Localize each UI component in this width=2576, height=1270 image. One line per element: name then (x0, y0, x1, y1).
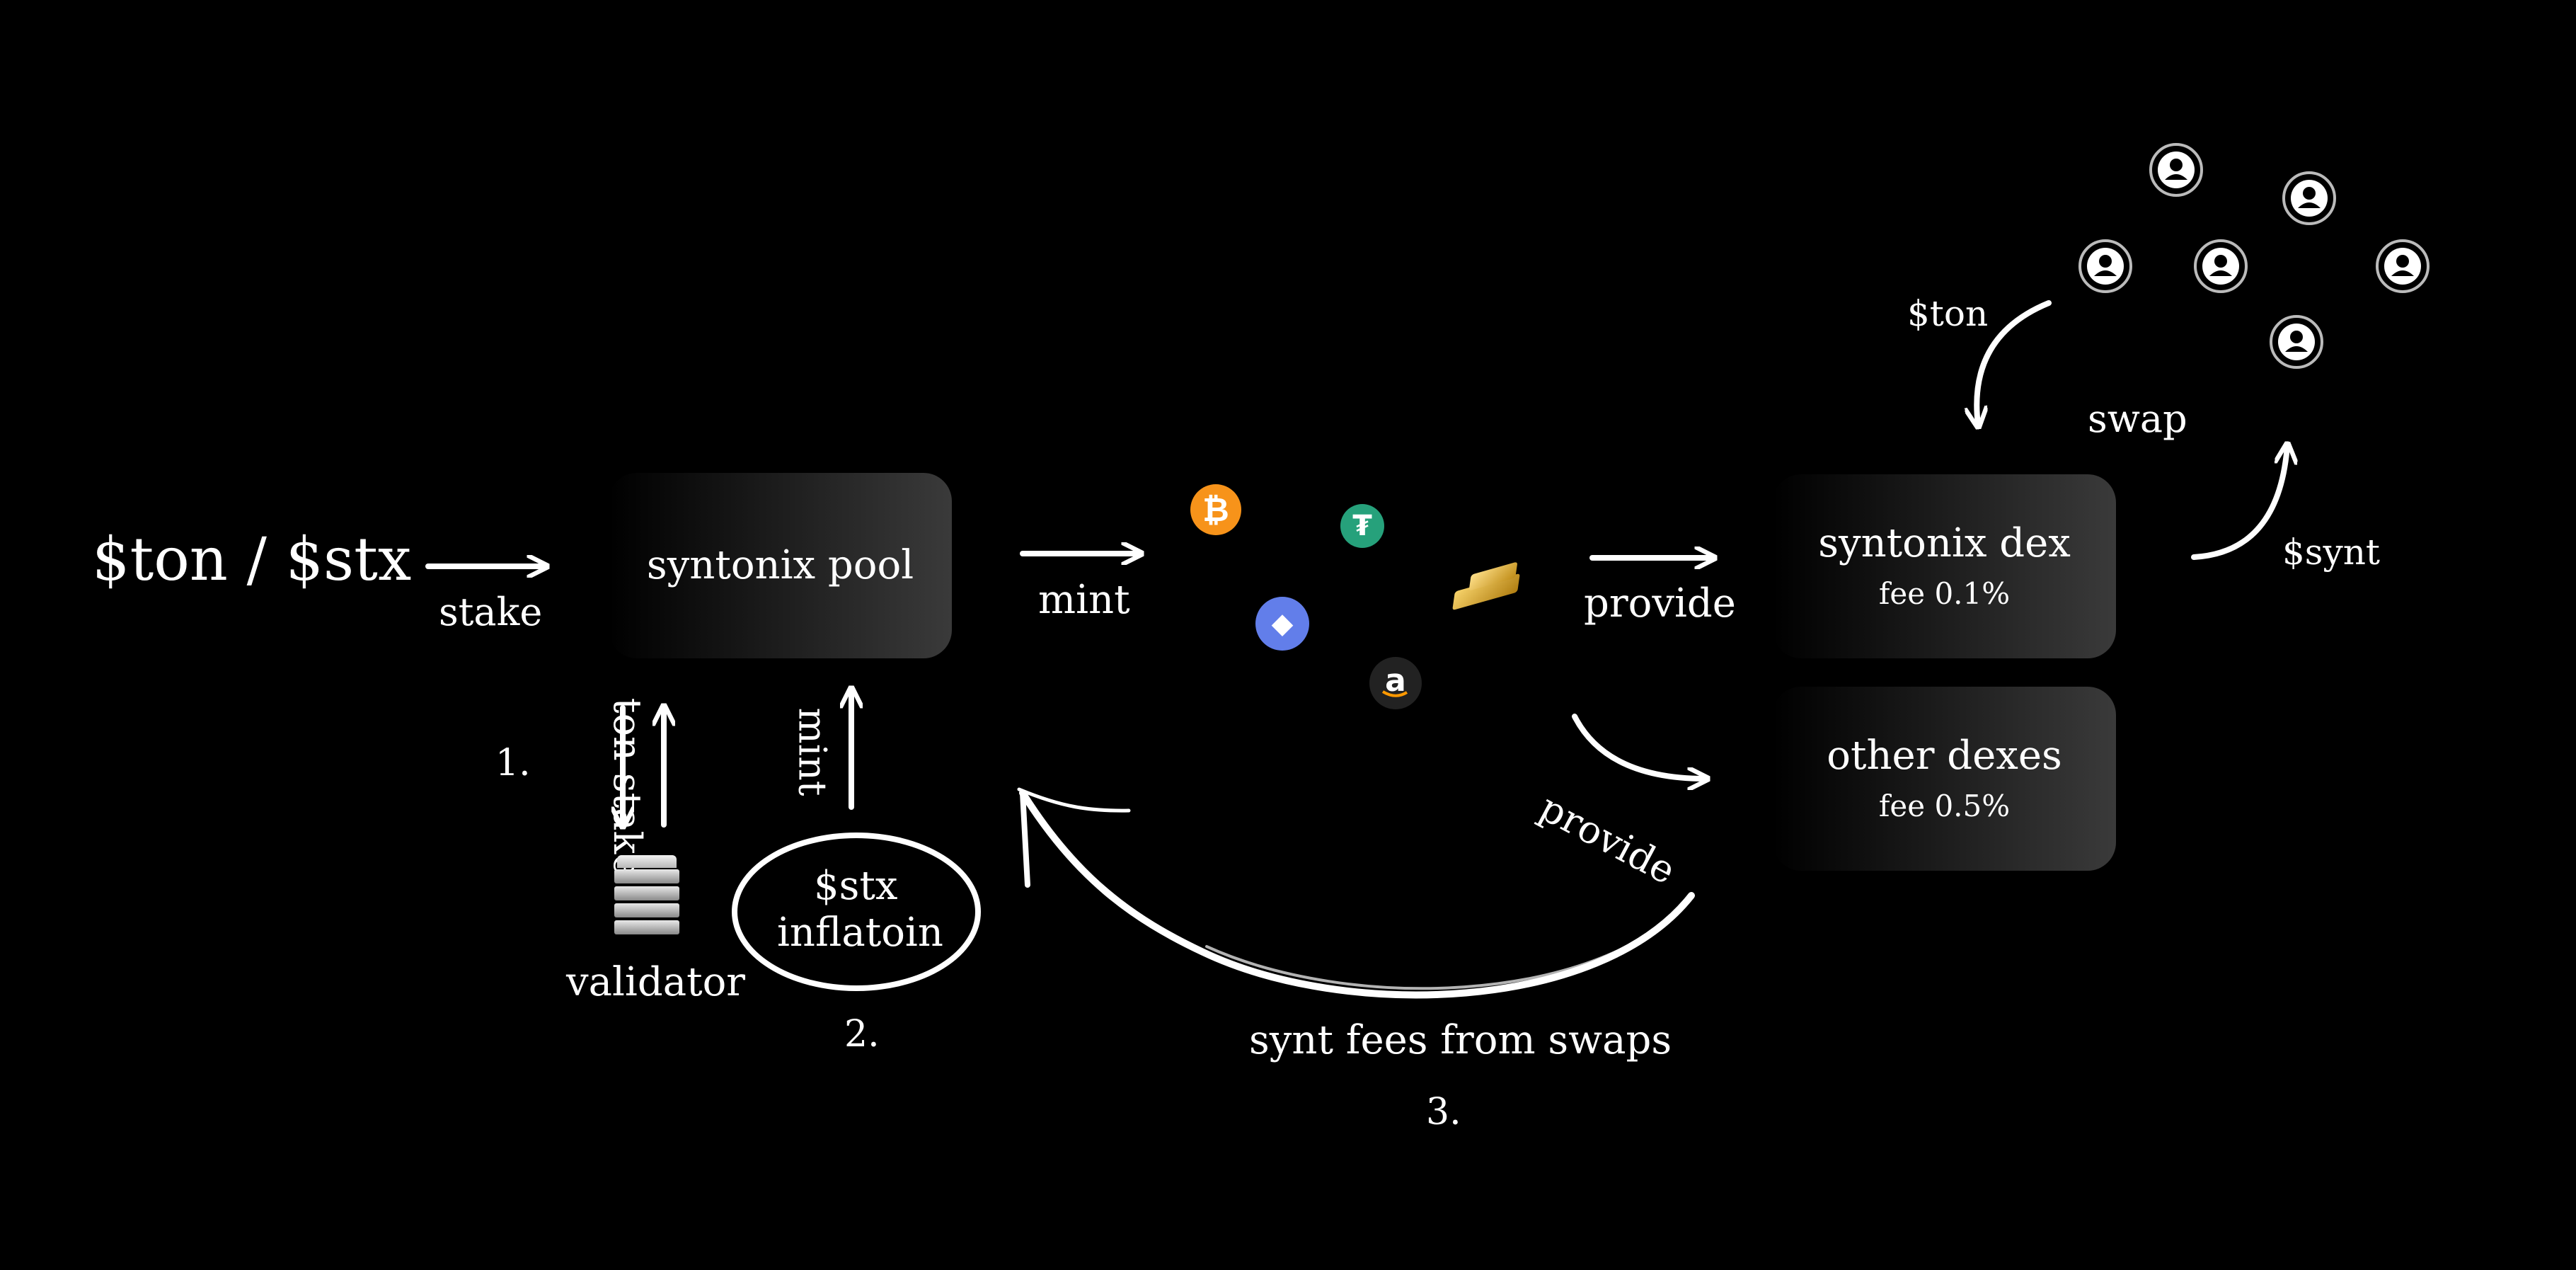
user-avatar-icon (2194, 239, 2248, 293)
ton-swap-label: $ton (1907, 293, 1989, 334)
bitcoin-icon: ₿ (1190, 484, 1241, 535)
fees-curve-arrow (1017, 787, 1695, 999)
step-2-label: 2. (844, 1013, 880, 1056)
step-3-label: 3. (1426, 1091, 1461, 1133)
swap-label: swap (2088, 396, 2187, 441)
tether-icon: ₮ (1340, 504, 1384, 548)
synt-curve-arrow (2191, 446, 2287, 560)
syntonix-dex-box: syntonix dex fee 0.1% (1773, 474, 2116, 658)
user-avatar-icon (2270, 315, 2323, 369)
ton-stake-label: ton stake (605, 697, 650, 877)
other-dexes-fee: fee 0.5% (1878, 789, 2011, 823)
stx-inflation-line1: $stx (814, 863, 898, 909)
source-token-label: $ton / $stx (92, 525, 412, 594)
ethereum-icon: ◆ (1255, 597, 1309, 651)
stake-label: stake (439, 590, 543, 634)
server-rack-icon (610, 855, 684, 936)
mint-label: mint (1038, 577, 1130, 623)
ton-curve-arrow (1977, 300, 2052, 425)
user-avatar-icon (2149, 143, 2203, 197)
provide-label: provide (1584, 580, 1736, 627)
syntonix-pool-box: syntonix pool (609, 473, 952, 658)
user-avatar-icon (2078, 239, 2132, 293)
amazon-glyph: a (1385, 662, 1406, 699)
mint-up-label: mint (790, 707, 835, 796)
synt-fees-label: synt fees from swaps (1249, 1017, 1672, 1063)
validator-label: validator (566, 959, 746, 1005)
provide-curve-arrow (1572, 714, 1706, 779)
step-1-label: 1. (495, 742, 531, 784)
syntonix-pool-label: syntonix pool (646, 542, 914, 588)
syntonix-dex-label: syntonix dex (1818, 520, 2071, 566)
stx-inflation-line2: inflatoin (777, 910, 943, 956)
other-dexes-label: other dexes (1827, 733, 2062, 779)
synt-label: $synt (2282, 532, 2381, 573)
user-avatar-icon (2282, 171, 2336, 225)
user-avatar-icon (2376, 239, 2430, 293)
gold-bars-icon (1451, 561, 1522, 612)
syntonix-dex-fee: fee 0.1% (1878, 576, 2011, 611)
other-dexes-box: other dexes fee 0.5% (1773, 687, 2116, 871)
amazon-icon: a (1369, 657, 1422, 709)
inflation-circle (732, 833, 981, 991)
